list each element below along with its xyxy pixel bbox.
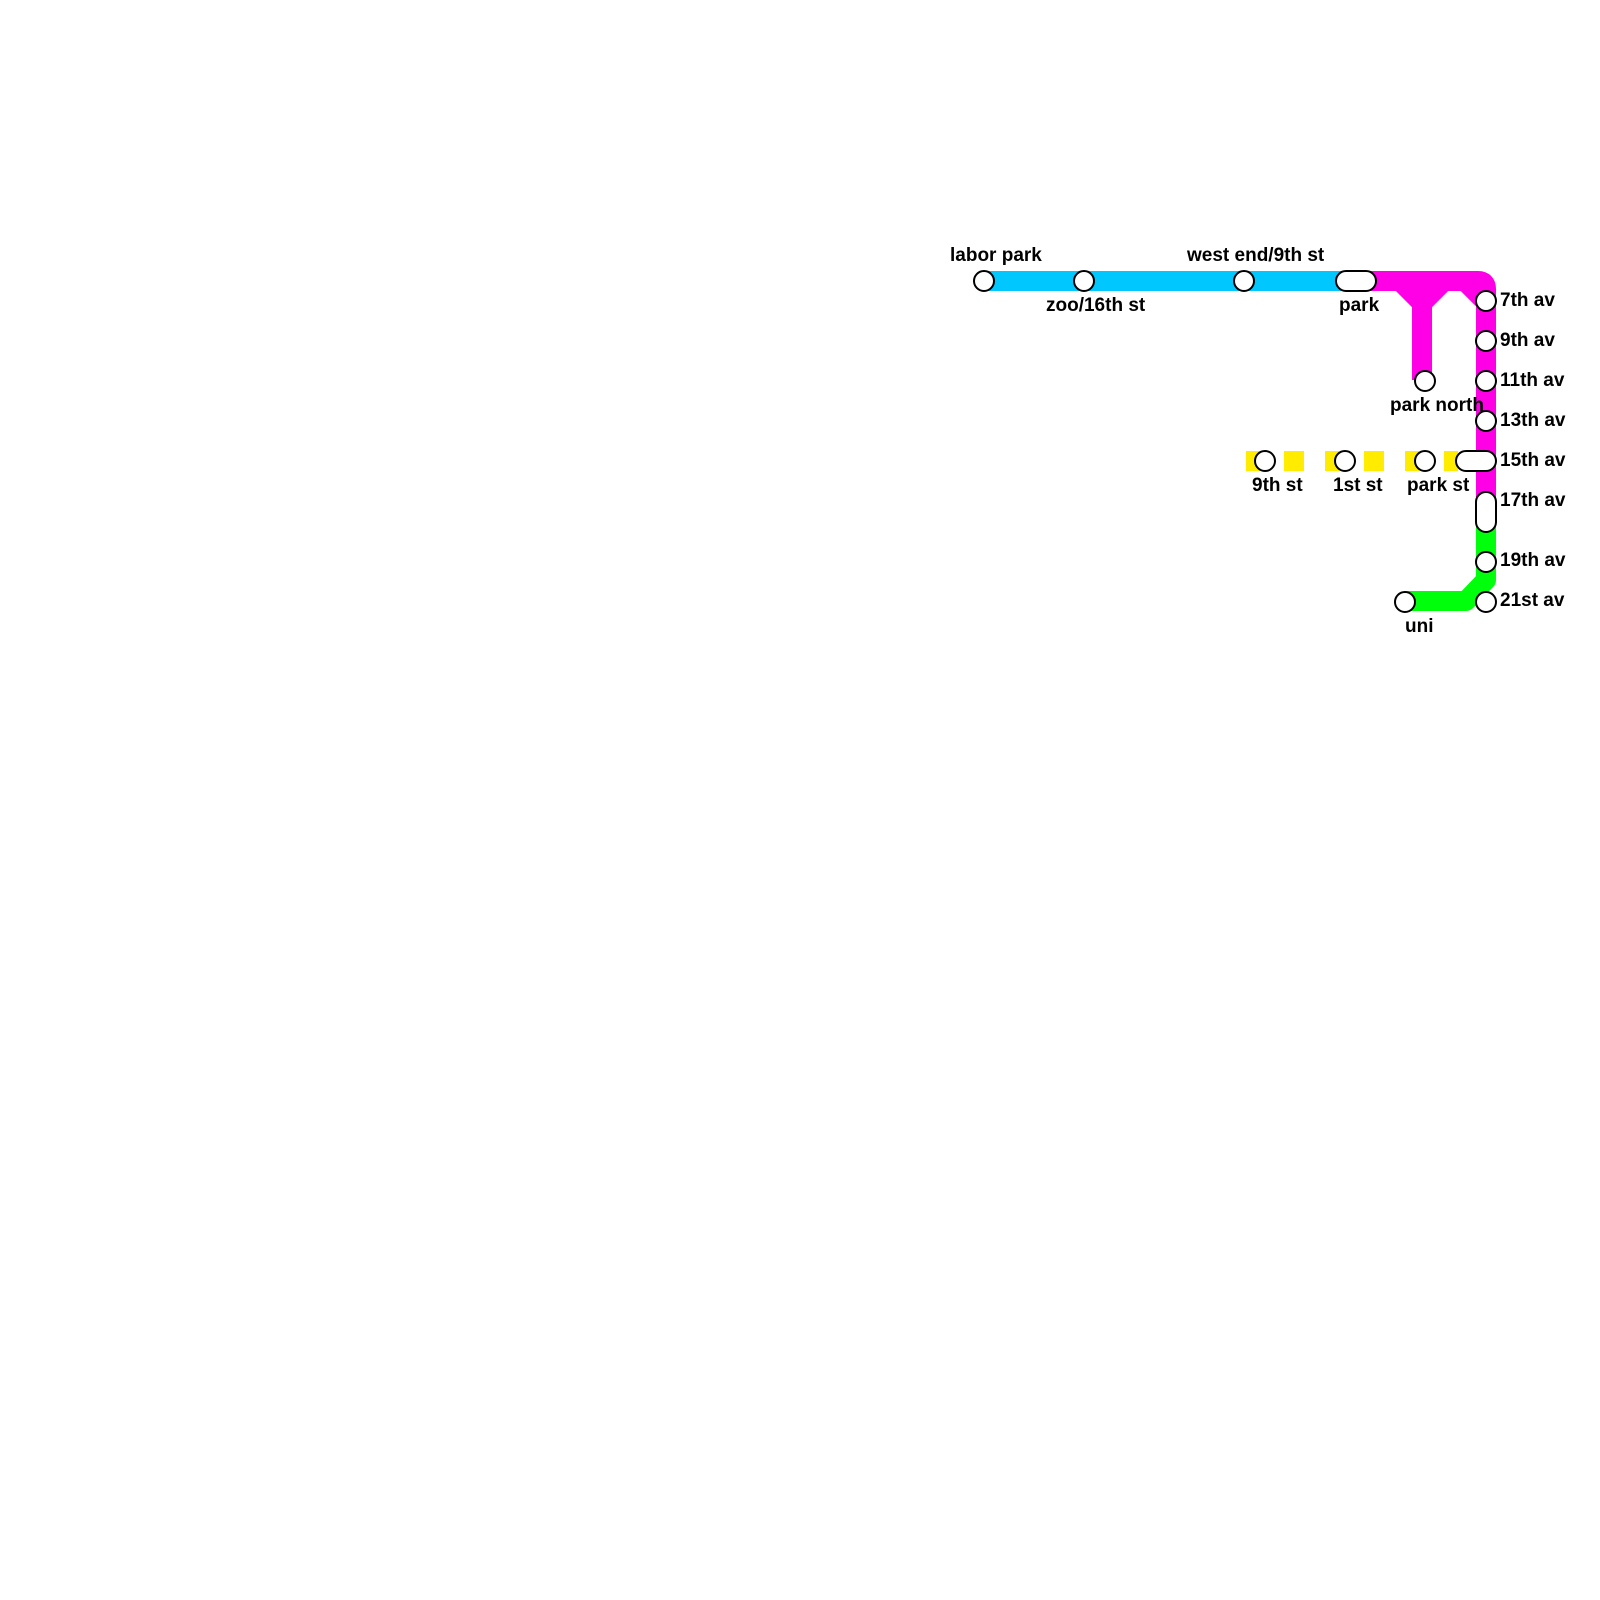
station-labor-park[interactable] [973,270,995,292]
station-13th-av[interactable] [1475,410,1497,432]
label-17th-av: 17th av [1500,490,1566,511]
station-uni[interactable] [1394,591,1416,613]
label-11th-av: 11th av [1500,370,1565,391]
station-park-north[interactable] [1414,370,1436,392]
label-19th-av: 19th av [1500,550,1566,571]
station-zoo-16th-st[interactable] [1073,270,1095,292]
station-21st-av[interactable] [1475,591,1497,613]
magenta-line [1345,271,1496,510]
station-9th-av[interactable] [1475,330,1497,352]
label-1st-st: 1st st [1333,475,1383,496]
label-7th-av: 7th av [1500,290,1555,311]
label-park-north: park north [1390,395,1484,416]
station-1st-st[interactable] [1334,450,1356,472]
station-9th-st[interactable] [1254,450,1276,472]
label-zoo-16th-st: zoo/16th st [1046,295,1146,316]
station-19th-av[interactable] [1475,551,1497,573]
station-park-st[interactable] [1414,450,1436,472]
label-park: park [1339,295,1380,316]
label-21st-av: 21st av [1500,590,1565,611]
label-15th-av: 15th av [1500,450,1566,471]
station-park[interactable] [1335,270,1377,292]
label-9th-st: 9th st [1252,475,1303,496]
station-17th-av[interactable] [1475,491,1497,533]
station-15th-av[interactable] [1455,450,1497,472]
label-labor-park: labor park [950,245,1042,266]
label-uni: uni [1405,616,1434,637]
label-13th-av: 13th av [1500,410,1566,431]
green-line [1405,500,1496,611]
station-11th-av[interactable] [1475,370,1497,392]
station-7th-av[interactable] [1475,290,1497,312]
label-9th-av: 9th av [1500,330,1555,351]
station-west-end-9th-st[interactable] [1233,270,1255,292]
label-park-st: park st [1407,475,1470,496]
label-west-end-9th-st: west end/9th st [1186,245,1325,266]
